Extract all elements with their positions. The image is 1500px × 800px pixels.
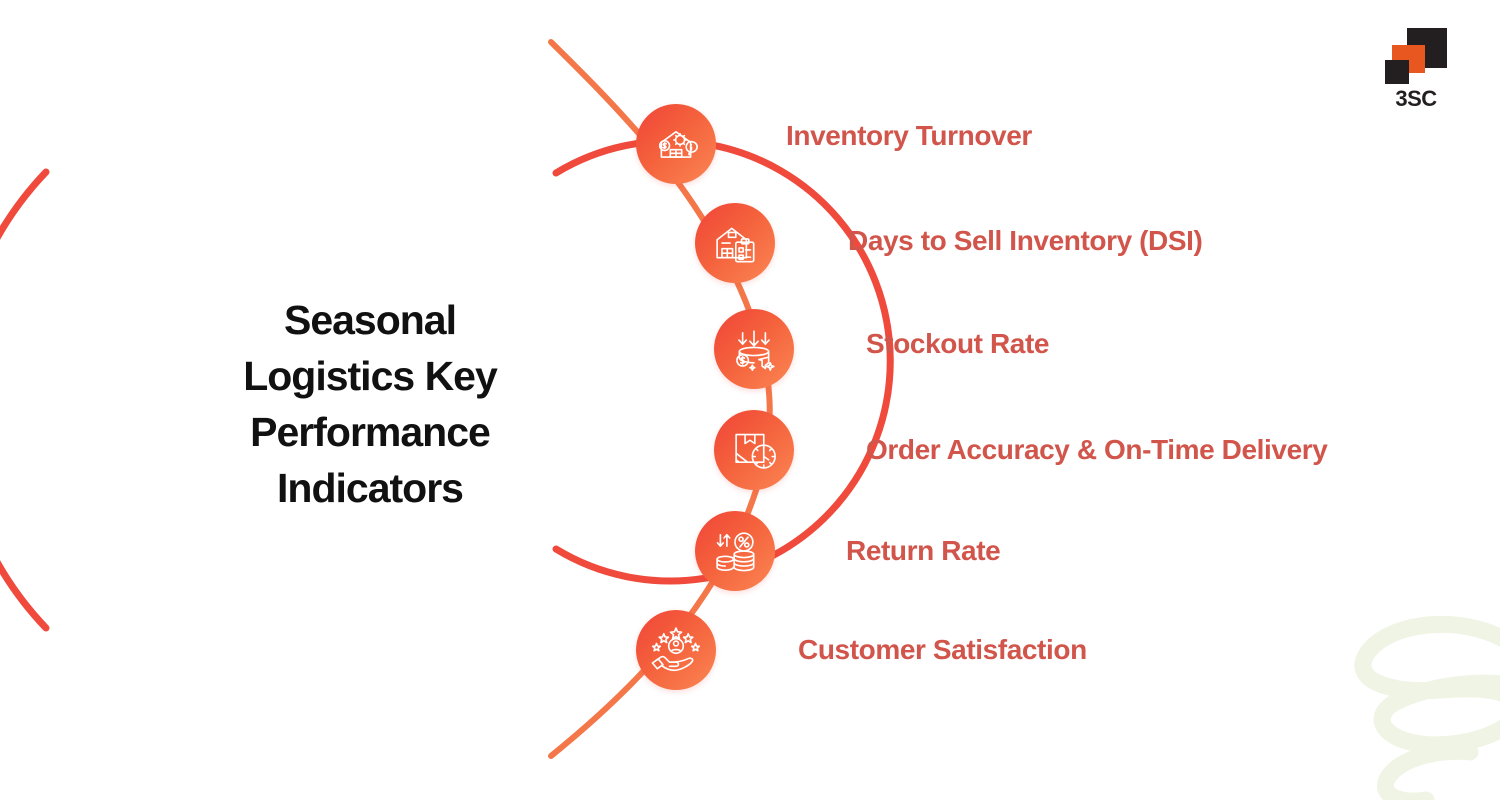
kpi-label-return-rate: Return Rate <box>846 535 1001 566</box>
kpi-label-days-to-sell-inventory: Days to Sell Inventory (DSI) <box>848 225 1203 256</box>
script-watermark <box>1354 615 1500 800</box>
coins-percent-icon <box>716 532 755 572</box>
logo-square-small-dark <box>1385 60 1409 84</box>
stock-down-arrows-icon <box>736 330 775 371</box>
logo-wordmark: 3SC <box>1395 86 1437 111</box>
box-clock-icon <box>735 433 776 469</box>
kpi-node-days-to-sell-inventory[interactable] <box>695 203 775 283</box>
kpi-node-stockout-rate[interactable] <box>714 309 794 389</box>
kpi-node-inventory-turnover[interactable] <box>636 104 716 184</box>
kpi-label-customer-satisfaction: Customer Satisfaction <box>798 634 1087 665</box>
kpi-label-order-accuracy-on-time-delivery: Order Accuracy & On-Time Delivery <box>866 434 1328 465</box>
kpi-node-order-accuracy-on-time-delivery[interactable] <box>714 410 794 490</box>
kpi-label-inventory-turnover: Inventory Turnover <box>786 120 1032 151</box>
kpi-node-customer-satisfaction[interactable] <box>636 610 716 690</box>
warehouse-gear-icon <box>658 131 698 158</box>
kpi-node-return-rate[interactable] <box>695 511 775 591</box>
warehouse-clipboard-icon <box>716 227 755 263</box>
page-title: Seasonal Logistics Key Performance Indic… <box>243 297 498 511</box>
3sc-logo: 3SC <box>1380 28 1452 111</box>
logo-mark <box>1385 28 1447 84</box>
kpi-label-stockout-rate: Stockout Rate <box>866 328 1050 359</box>
hand-stars-rating-icon <box>651 627 701 672</box>
left-edge-arc <box>0 168 50 632</box>
